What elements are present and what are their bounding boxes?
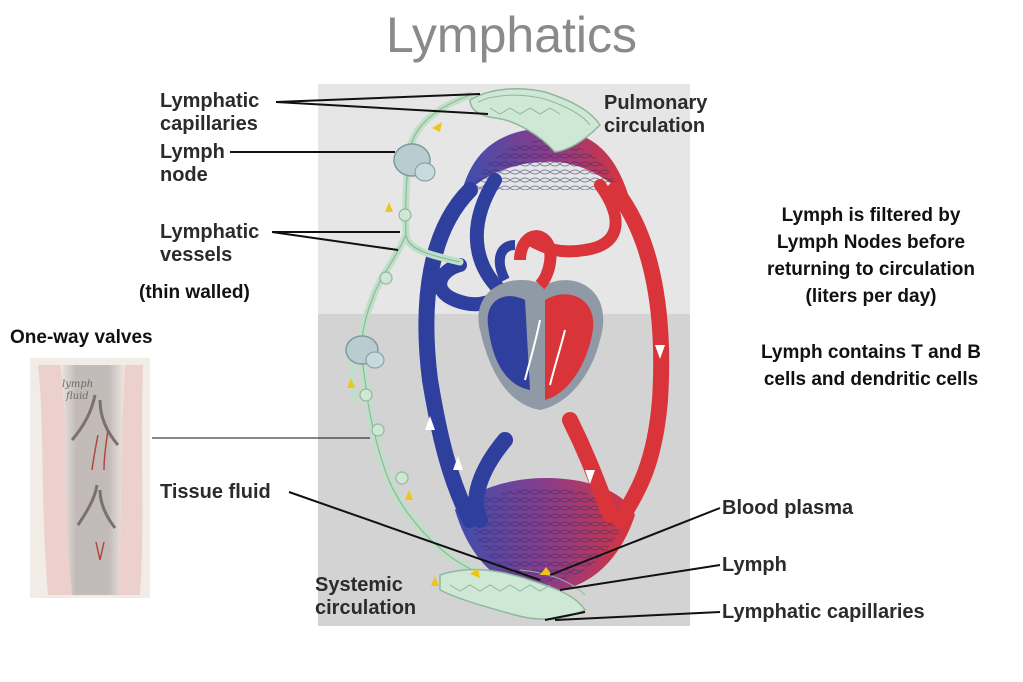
note-lymph-contents: Lymph contains T and B cells and dendrit… bbox=[761, 342, 981, 390]
lymph-node-lower bbox=[345, 335, 385, 369]
note-lymph-filtered: Lymph is filtered by Lymph Nodes before … bbox=[767, 205, 975, 307]
systemic-capillary-bed bbox=[455, 478, 635, 592]
label-lymph: Lymph bbox=[722, 554, 787, 576]
inset-text-fluid: fluid bbox=[65, 391, 89, 402]
leader-lines bbox=[230, 93, 721, 621]
label-one-way-valves: One-way valves bbox=[10, 327, 153, 348]
lymph-flow-arrows bbox=[347, 122, 552, 586]
label-thin-walled: (thin walled) bbox=[139, 282, 250, 303]
label-lymphatic-capillaries-top: Lymphatic capillaries bbox=[160, 90, 260, 135]
lymphatic-capillaries-top bbox=[469, 87, 601, 153]
label-lymphatic-capillaries-bottom: Lymphatic capillaries bbox=[722, 601, 925, 623]
blood-flow-arrows bbox=[425, 345, 665, 484]
heart bbox=[478, 230, 604, 410]
label-systemic-circulation: Systemic circulation bbox=[315, 574, 417, 619]
pulmonary-capillary-bed bbox=[460, 128, 630, 200]
page-title: Lymphatics bbox=[385, 7, 638, 63]
lymph-node-upper bbox=[393, 143, 436, 182]
label-lymph-node: Lymph node bbox=[160, 141, 225, 186]
lymphatic-valve-bulges bbox=[359, 208, 412, 485]
label-lymphatic-vessels: Lymphatic vessels bbox=[160, 221, 260, 266]
one-way-valves-inset: lymph fluid bbox=[30, 358, 150, 598]
lymphatic-capillaries-bottom bbox=[439, 568, 587, 620]
label-tissue-fluid: Tissue fluid bbox=[160, 481, 271, 503]
label-blood-plasma: Blood plasma bbox=[722, 497, 854, 519]
inset-text-lymph: lymph bbox=[62, 379, 93, 390]
label-pulmonary-circulation: Pulmonary circulation bbox=[604, 92, 708, 137]
